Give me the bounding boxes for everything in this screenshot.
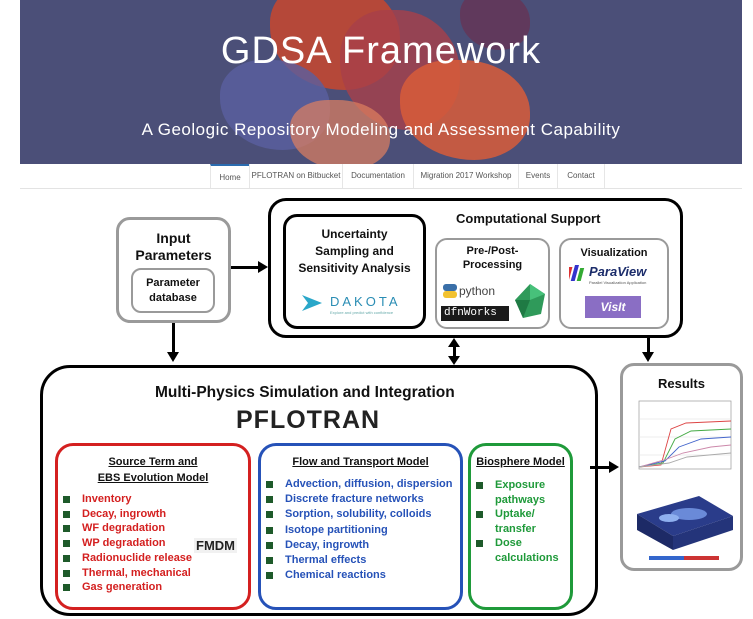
list-item: Isotope partitioning — [263, 523, 452, 538]
python-logo: python — [459, 284, 496, 298]
arrow-head — [448, 338, 460, 347]
visit-logo-bg: VisIt — [585, 296, 641, 318]
arrow-input-to-compute — [231, 266, 259, 269]
source-title-line1: Source Term and — [108, 456, 198, 468]
flow-transport-box: Flow and Transport Model Advection, diff… — [258, 443, 463, 610]
list-item: WF degradation — [60, 521, 192, 536]
dakota-arrow-icon — [302, 295, 322, 311]
banner-subtitle: A Geologic Repository Modeling and Asses… — [141, 120, 621, 139]
prepost-line2: Processing — [462, 259, 523, 271]
list-item: Advection, diffusion, dispersion — [263, 477, 452, 492]
mesh-icon — [515, 284, 545, 318]
flow-list: Advection, diffusion, dispersion Discret… — [263, 477, 452, 583]
arrow-head — [642, 352, 654, 362]
header-banner: GDSA Framework A Geologic Repository Mod… — [20, 0, 742, 164]
top-nav — [20, 164, 742, 189]
arrow-head — [167, 352, 179, 362]
flow-title: Flow and Transport Model — [292, 456, 429, 468]
prepost-line1: Pre-/Post- — [466, 245, 519, 257]
arrow-head — [258, 261, 268, 273]
arrow-input-to-multiphysics — [172, 323, 175, 353]
list-item: Decay, ingrowth — [60, 507, 192, 522]
visualization-title: Visualization — [580, 247, 648, 259]
list-item: WP degradation — [60, 536, 192, 551]
db-line2: database — [149, 292, 197, 304]
input-title-line1: Input — [156, 230, 191, 246]
arrow-compute-multiphysics — [453, 346, 456, 358]
input-title-line2: Parameters — [135, 247, 212, 263]
nav-pflotran-bitbucket[interactable]: PFLOTRAN on Bitbucket — [249, 164, 342, 188]
arrow-multiphysics-to-results — [590, 466, 610, 469]
arrow-head — [448, 356, 460, 365]
dfnworks-logo: dfnWorks — [444, 307, 497, 319]
list-item: Radionuclide release — [60, 551, 192, 566]
prepost-box: Pre-/Post- Processing python dfnWorks — [435, 238, 550, 329]
list-item: Decay, ingrowth — [263, 538, 452, 553]
python-icon — [443, 284, 457, 298]
dakota-logo: DAKOTA — [330, 294, 401, 309]
arrow-head — [609, 461, 619, 473]
list-item: Gas generation — [60, 580, 192, 595]
db-line1: Parameter — [146, 277, 200, 289]
list-item: Discrete fracture networks — [263, 492, 452, 507]
multiphysics-title: Multi-Physics Simulation and Integration — [155, 384, 455, 401]
list-item: Thermal, mechanical — [60, 566, 192, 581]
results-box: Results — [620, 363, 743, 571]
nav-home[interactable]: Home — [210, 164, 249, 188]
source-title-line2: EBS Evolution Model — [97, 472, 209, 484]
list-item: Thermal effects — [263, 553, 452, 568]
source-term-box: Source Term and EBS Evolution Model Inve… — [55, 443, 251, 610]
input-parameters-box: Input Parameters Parameter database — [116, 217, 231, 323]
list-item: Inventory — [60, 492, 192, 507]
paraview-tagline: Parallel Visualization Application — [589, 280, 647, 285]
parameter-database-box: Parameter database — [131, 268, 215, 313]
results-plume-thumbnail — [629, 484, 737, 564]
uncertainty-line3: Sensitivity Analysis — [298, 261, 411, 275]
uncertainty-line1: Uncertainty — [321, 227, 388, 241]
visualization-box: Visualization ParaView Parallel Visualiz… — [559, 238, 669, 329]
list-item: Uptake/transfer — [473, 507, 559, 536]
uncertainty-line2: Sampling and — [315, 244, 394, 258]
results-chart-thumbnail — [631, 399, 733, 479]
uncertainty-box: Uncertainty Sampling and Sensitivity Ana… — [283, 214, 426, 329]
visit-logo: VisIt — [600, 300, 626, 314]
multiphysics-box: Multi-Physics Simulation and Integration… — [40, 365, 598, 616]
list-item: Sorption, solubility, colloids — [263, 507, 452, 522]
paraview-icon — [564, 265, 589, 281]
pflotran-logo: PFLOTRAN — [236, 406, 381, 434]
biosphere-title: Biosphere Model — [476, 456, 565, 468]
dakota-tagline: Explore and predict with confidence — [330, 310, 394, 315]
computational-title: Computational Support — [456, 211, 601, 226]
nav-documentation[interactable]: Documentation — [342, 164, 413, 188]
paraview-logo: ParaView — [589, 264, 647, 279]
list-item: Chemical reactions — [263, 568, 452, 583]
dfnworks-logo-bg: dfnWorks — [441, 306, 509, 321]
computational-support-box: Computational Support Uncertainty Sampli… — [268, 198, 683, 338]
nav-events[interactable]: Events — [518, 164, 557, 188]
arrow-compute-to-results — [647, 338, 650, 352]
nav-contact[interactable]: Contact — [557, 164, 605, 188]
results-title: Results — [658, 376, 705, 391]
nav-migration-workshop[interactable]: Migration 2017 Workshop — [413, 164, 518, 188]
source-term-list: Inventory Decay, ingrowth WF degradation… — [60, 492, 192, 595]
fmdm-label: FMDM — [194, 538, 237, 553]
banner-title: GDSA Framework — [220, 30, 542, 72]
